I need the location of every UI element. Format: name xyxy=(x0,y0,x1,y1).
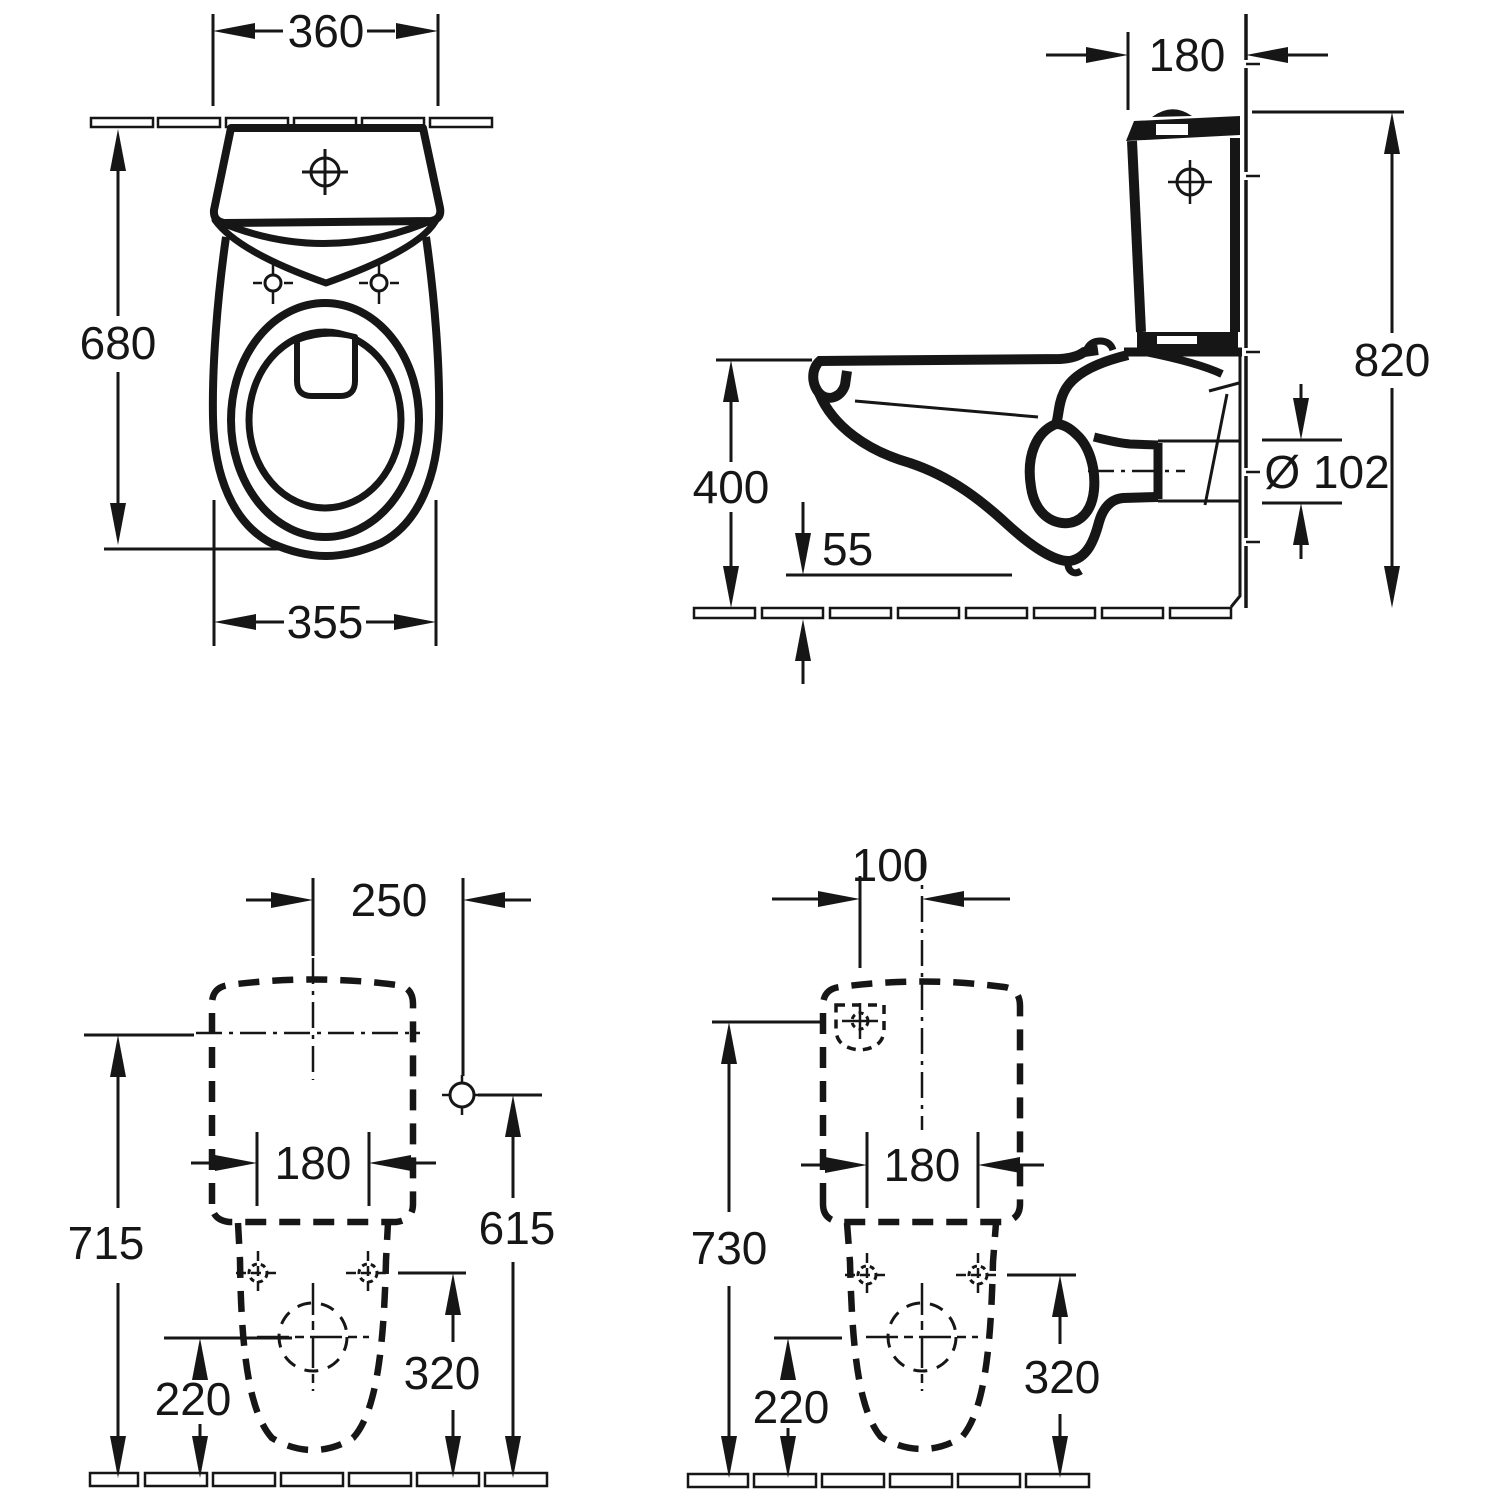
fixing-hole-icon xyxy=(845,1253,889,1297)
drip-tail xyxy=(1064,560,1083,577)
dim-label-supply-offset: 100 xyxy=(852,839,929,891)
dim-supply-offset: 250 xyxy=(246,874,531,1076)
drain-icon xyxy=(866,1283,978,1391)
back-panel xyxy=(1229,355,1242,608)
dim-height-left: 715 xyxy=(68,1035,145,1478)
dim-label-outlet-height: 320 xyxy=(404,1347,481,1399)
bowl-section xyxy=(808,337,1242,608)
water-supply-icon xyxy=(442,1075,482,1115)
seat-lid-edge xyxy=(211,214,441,287)
dim-outlet-diameter: Ø 102 xyxy=(1262,384,1390,559)
dim-outlet-offset: 220 xyxy=(753,1338,830,1478)
front-view: 360 680 355 xyxy=(80,5,494,648)
dim-label-fixing-spacing: 180 xyxy=(275,1137,352,1189)
dim-label-fixing-spacing: 180 xyxy=(884,1139,961,1191)
seat-hinge-boss xyxy=(1082,337,1117,353)
floor-tiles xyxy=(686,1472,1091,1489)
dim-label-height-left: 715 xyxy=(68,1217,145,1269)
cistern-hidden-outline xyxy=(208,976,417,1226)
dim-label-width-bottom: 355 xyxy=(287,596,364,648)
dim-label-height-right: 615 xyxy=(479,1202,556,1254)
dim-outlet-offset: 220 xyxy=(155,1338,232,1478)
flush-inlet-shield xyxy=(294,330,358,399)
back-hidden-edge xyxy=(1203,393,1229,506)
fixing-hole-icon xyxy=(359,262,399,304)
dim-total-height: 820 xyxy=(1252,110,1431,608)
dim-bowl-height: 400 xyxy=(693,358,812,608)
dim-width-bottom: 355 xyxy=(212,500,438,648)
drill-mark-icon xyxy=(302,149,348,195)
cistern-side xyxy=(1126,109,1240,348)
dim-width-top: 360 xyxy=(211,5,440,106)
cistern-bottom-notch xyxy=(1157,336,1197,344)
dim-label-width-top: 360 xyxy=(288,5,365,57)
dim-label-outlet-height: 320 xyxy=(1024,1351,1101,1403)
dim-fixing-spacing: 180 xyxy=(801,1132,1044,1208)
dim-label-outlet-offset: 220 xyxy=(753,1381,830,1433)
floor-tiles-side xyxy=(692,606,1233,620)
fixing-hole-icon xyxy=(346,1251,390,1295)
dim-outlet-height: 320 xyxy=(1024,1275,1101,1478)
dim-label-cistern-depth: 180 xyxy=(1149,29,1226,81)
fixing-hole-icon xyxy=(956,1253,1000,1297)
wall-line xyxy=(1244,14,1260,608)
dim-cistern-depth: 180 xyxy=(1046,29,1328,110)
dim-label-supply-offset: 250 xyxy=(351,874,428,926)
pedestal-hidden-outline xyxy=(843,1222,1000,1453)
dim-label-outlet-diameter: Ø 102 xyxy=(1264,446,1389,498)
fixing-hole-icon xyxy=(253,262,293,304)
dim-height-left: 730 xyxy=(691,1022,768,1478)
trap-inlet xyxy=(1024,419,1100,529)
dim-height-right: 615 xyxy=(479,1095,556,1478)
wall-tiles xyxy=(89,116,494,129)
dim-depth: 680 xyxy=(80,129,282,551)
bowl-underside xyxy=(814,390,1159,566)
dim-label-depth: 680 xyxy=(80,317,157,369)
cistern-front-edge xyxy=(1127,140,1146,333)
flush-channel xyxy=(1051,350,1130,426)
dim-label-floor-clearance: 55 xyxy=(822,523,873,575)
rear-view-left: 250 180 715 615 xyxy=(68,874,556,1488)
pedestal-hidden-outline xyxy=(234,1222,392,1454)
dim-fixing-spacing: 180 xyxy=(191,1132,436,1206)
fixing-hole-icon xyxy=(236,1251,280,1295)
rear-view-right: 100 180 730 320 xyxy=(686,839,1101,1489)
water-line xyxy=(854,399,1039,419)
dim-label-total-height: 820 xyxy=(1354,334,1431,386)
side-view: 180 820 400 55 xyxy=(692,14,1431,684)
dim-label-height-left: 730 xyxy=(691,1222,768,1274)
lid-notch xyxy=(1156,124,1188,135)
dim-floor-clearance: 55 xyxy=(786,502,1012,684)
dim-outlet-height: 320 xyxy=(404,1273,481,1478)
outlet-horn-top xyxy=(1092,432,1159,450)
back-hidden-edge xyxy=(1208,381,1240,393)
dim-supply-offset: 100 xyxy=(772,839,1010,907)
flush-button xyxy=(1152,109,1192,117)
rim-top-line xyxy=(817,345,1099,366)
drill-mark-icon xyxy=(1168,160,1212,204)
water-supply-icon xyxy=(834,1003,886,1052)
dim-label-bowl-height: 400 xyxy=(693,461,770,513)
floor-tiles xyxy=(88,1471,549,1488)
dim-label-outlet-offset: 220 xyxy=(155,1373,232,1425)
cistern-front xyxy=(209,124,445,227)
